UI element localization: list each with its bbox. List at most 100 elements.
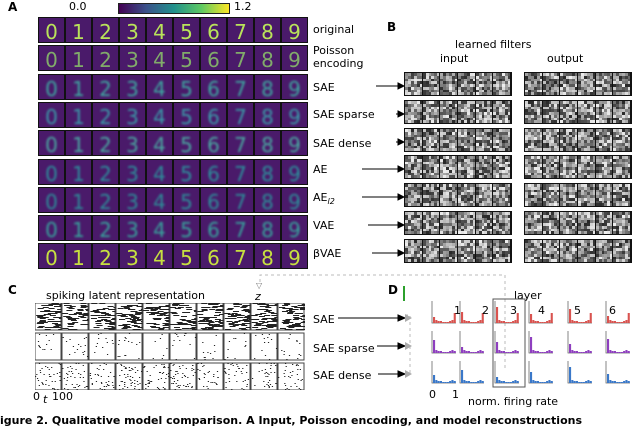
spike-mark xyxy=(70,314,77,315)
spike-mark xyxy=(173,303,180,304)
spike-mark xyxy=(270,363,272,364)
spike-mark xyxy=(297,358,299,359)
spike-mark xyxy=(89,375,91,376)
spike-mark xyxy=(174,389,176,390)
digit-tile-vae: 8 xyxy=(254,215,281,241)
spike-mark xyxy=(37,380,40,381)
hist-bar xyxy=(546,321,549,323)
spike-mark xyxy=(111,382,114,383)
spike-mark xyxy=(215,335,217,336)
hist-bar xyxy=(530,372,533,383)
digit-glyph: 8 xyxy=(261,246,274,269)
hist-axis xyxy=(459,331,484,354)
spike-mark xyxy=(171,313,178,314)
spike-mark xyxy=(158,328,165,329)
digit-tile-sae: 1 xyxy=(65,74,92,100)
spike-mark xyxy=(225,373,227,374)
spike-mark xyxy=(175,329,182,330)
digit-glyph: 5 xyxy=(180,133,193,156)
spike-mark xyxy=(56,373,58,374)
spike-mark xyxy=(246,372,248,373)
spike-mark xyxy=(53,374,55,375)
digit-tile-ae: 5 xyxy=(173,159,200,185)
spike-mark xyxy=(201,303,208,304)
spike-mark xyxy=(231,313,238,314)
spike-mark xyxy=(67,374,69,375)
spike-mark xyxy=(51,381,53,382)
spike-mark xyxy=(203,357,205,358)
spike-mark xyxy=(104,314,111,315)
spike-mark xyxy=(100,376,102,377)
spike-mark xyxy=(134,314,141,315)
spike-mark xyxy=(134,388,136,389)
spike-mark xyxy=(125,318,132,319)
hist-bar xyxy=(453,351,456,353)
spike-mark xyxy=(237,366,239,367)
spike-mark xyxy=(217,309,224,310)
spike-mark xyxy=(94,374,96,375)
hist-bar xyxy=(514,380,517,383)
t-axis-start: 0 xyxy=(33,390,40,403)
digit-glyph: 1 xyxy=(72,190,85,213)
spike-mark xyxy=(148,382,150,383)
spike-mark xyxy=(302,315,305,316)
hist-bar xyxy=(470,352,473,353)
hist-bar xyxy=(435,380,438,383)
spike-mark xyxy=(39,321,46,322)
spike-mark xyxy=(137,370,139,371)
output-filter-block xyxy=(524,239,632,263)
spike-mark xyxy=(247,315,254,316)
spike-mark xyxy=(207,329,214,330)
spike-mark xyxy=(53,306,60,307)
spike-mark xyxy=(262,304,269,305)
digit-tile-ae: 6 xyxy=(200,159,227,185)
spike-mark xyxy=(269,380,271,381)
hist-bar xyxy=(585,351,588,353)
spike-mark xyxy=(284,376,286,377)
hist-bar xyxy=(573,351,576,353)
spike-mark xyxy=(52,388,54,389)
digit-tile-sae-dense: 5 xyxy=(173,130,200,156)
spike-mark xyxy=(207,352,209,353)
hist-bar xyxy=(536,351,539,353)
spike-mark xyxy=(120,306,127,307)
spike-mark xyxy=(209,309,216,310)
spike-mark xyxy=(262,309,269,310)
spike-mark xyxy=(209,353,212,354)
spike-mark xyxy=(43,374,45,375)
hist-bar xyxy=(467,351,470,353)
digit-glyph: 7 xyxy=(234,48,247,71)
spike-mark xyxy=(66,380,68,381)
hist-bar xyxy=(616,322,619,323)
spike-mark xyxy=(158,389,161,390)
raster-frame xyxy=(88,362,116,390)
spike-mark xyxy=(119,356,121,357)
spike-mark xyxy=(55,311,62,312)
digit-glyph: 7 xyxy=(234,20,247,43)
connector-lines xyxy=(259,274,506,378)
spike-mark xyxy=(122,388,124,389)
spike-mark xyxy=(234,315,241,316)
spike-mark xyxy=(41,382,43,383)
hist-bar xyxy=(461,312,464,323)
spike-mark xyxy=(50,349,52,350)
raster-frame xyxy=(88,332,116,361)
hist-bar xyxy=(536,381,539,383)
spike-mark xyxy=(288,355,291,356)
spike-mark xyxy=(301,329,305,330)
hist-bar xyxy=(449,321,452,323)
spike-mark xyxy=(219,314,226,315)
digit-tile-vae: 4 xyxy=(146,215,173,241)
spike-mark xyxy=(84,345,86,346)
layer-label-4: 4 xyxy=(538,304,545,317)
spike-mark xyxy=(235,304,242,305)
spike-mark xyxy=(94,315,101,316)
digit-glyph: 6 xyxy=(207,105,220,128)
digit-glyph: 8 xyxy=(261,48,274,71)
spike-mark xyxy=(36,323,43,324)
hist-bar xyxy=(439,381,442,383)
spike-mark xyxy=(127,314,134,315)
spike-mark xyxy=(227,363,229,364)
spike-mark xyxy=(175,324,182,325)
digit-glyph: 9 xyxy=(288,218,301,241)
